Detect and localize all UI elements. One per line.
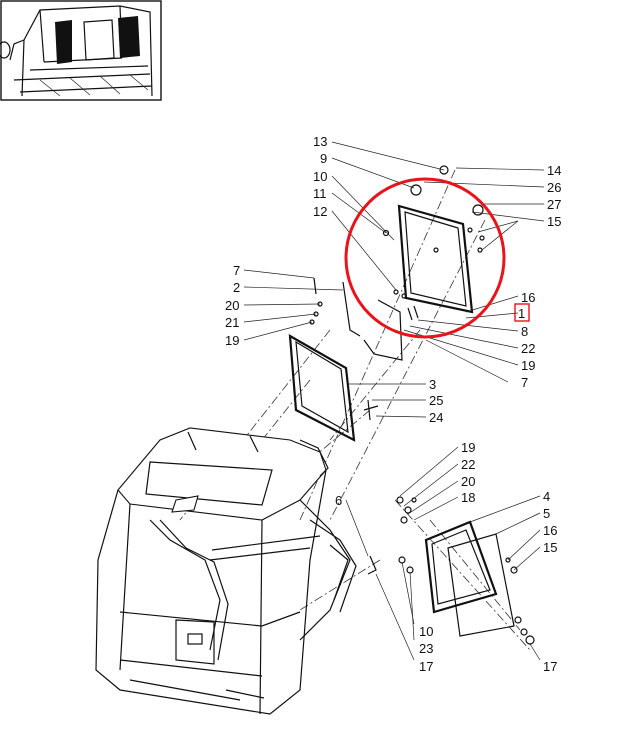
callout-24: 24 — [429, 410, 443, 425]
callout-17: 17 — [543, 659, 557, 674]
callout-4: 4 — [543, 489, 550, 504]
callout-labels: 13 9 10 11 12 14 26 27 15 16 1 8 22 19 7… — [225, 134, 561, 674]
callout-15: 15 — [543, 540, 557, 555]
callout-19: 19 — [461, 440, 475, 455]
callout-13: 13 — [313, 134, 327, 149]
callout-27: 27 — [547, 197, 561, 212]
door-glass-upper — [382, 165, 485, 321]
callout-26: 26 — [547, 180, 561, 195]
callout-21: 21 — [225, 315, 239, 330]
callout-16: 16 — [543, 523, 557, 538]
callout-9: 9 — [320, 151, 327, 166]
callout-5: 5 — [543, 506, 550, 521]
rear-glass-panel — [288, 334, 379, 442]
callout-10: 10 — [313, 169, 327, 184]
callout-11: 11 — [313, 186, 327, 201]
callout-22: 22 — [521, 341, 535, 356]
callout-7: 7 — [521, 375, 528, 390]
callout-10: 10 — [419, 624, 433, 639]
callout-19: 19 — [521, 358, 535, 373]
hinge-rail — [309, 277, 403, 361]
tractor-thumbnail — [0, 0, 162, 101]
callout-22: 22 — [461, 457, 475, 472]
highlight-circle — [344, 177, 506, 339]
callout-2: 2 — [233, 280, 240, 295]
callout-18: 18 — [461, 490, 475, 505]
callout-23: 23 — [419, 641, 433, 656]
highlight — [344, 177, 530, 339]
highlight-box — [514, 303, 530, 322]
callout-16: 16 — [521, 290, 535, 305]
callout-25: 25 — [429, 393, 443, 408]
leader-lines — [243, 141, 545, 661]
callout-14: 14 — [547, 163, 561, 178]
callout-7: 7 — [233, 263, 240, 278]
cab-frame — [95, 427, 357, 715]
callout-15: 15 — [547, 214, 561, 229]
assembly-axes — [179, 169, 531, 651]
callout-6: 6 — [335, 493, 342, 508]
callout-17: 17 — [419, 659, 433, 674]
callout-20: 20 — [225, 298, 239, 313]
callout-1: 1 — [518, 306, 525, 321]
callout-20: 20 — [461, 474, 475, 489]
callout-8: 8 — [521, 324, 528, 339]
door-glass-side — [367, 496, 535, 645]
callout-3: 3 — [429, 377, 436, 392]
callout-19: 19 — [225, 333, 239, 348]
callout-12: 12 — [313, 204, 327, 219]
